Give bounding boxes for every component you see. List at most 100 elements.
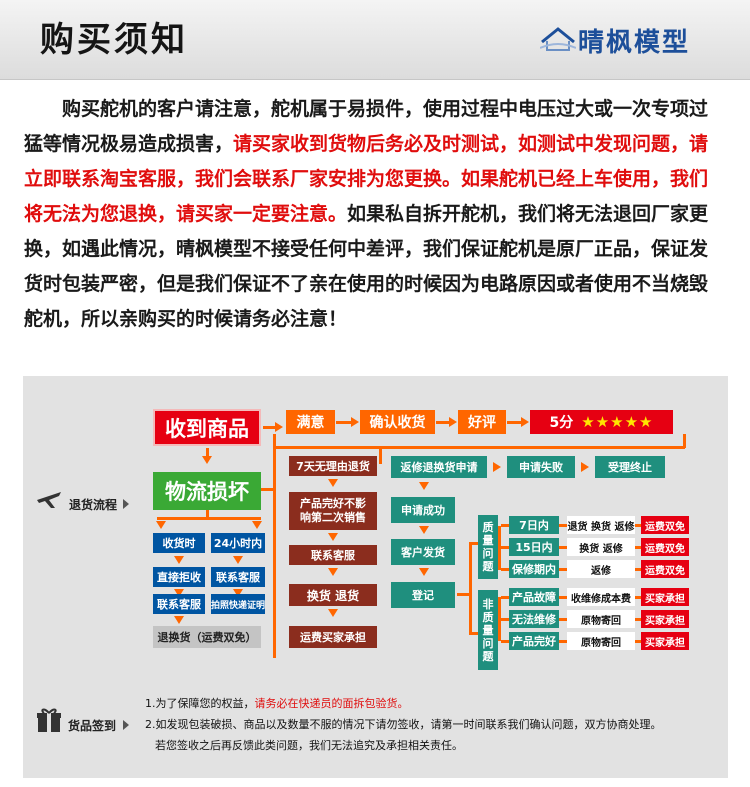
period-cell: 无法维修 [509,610,559,628]
cost-cell: 运费双免 [641,560,689,578]
return-flow-panel: 退货流程 收到商品 满意 确认收货 好评 5分 ★★★★★ 物流损坏 收货时 2… [23,376,728,778]
direct-reject-box: 直接拒收 [153,567,205,587]
good-review-box: 好评 [458,410,506,434]
connector [273,446,685,449]
connector [469,632,478,635]
action-cell: 原物寄回 [567,610,635,628]
confirm-receipt-box: 确认收货 [360,410,435,434]
signin-note-3: 若您签收之后再反馈此类问题，我们无法追究及承担相关责任。 [155,739,463,752]
connector [469,542,472,634]
notice-warning: 请买家收到货物后务必及时测试，如测试中发现问题，请立即联系淘宝客服，我们会联系厂… [24,133,709,225]
action-cell: 收维修成本费 [567,588,635,606]
connector [559,546,567,549]
photo-proof-box: 拍照快递证明 [211,594,265,614]
connector [436,421,450,424]
arrow-right-icon [493,462,501,472]
apply-success-box: 申请成功 [391,497,455,523]
connector [498,597,501,641]
connector [635,596,641,599]
period-cell: 7日内 [509,516,559,534]
within-24h-box: 24小时内 [211,533,265,553]
connector [501,568,509,571]
connector [498,526,501,570]
arrow-down-icon [328,568,338,576]
connector [261,488,275,491]
connector [501,640,509,643]
connector [635,546,641,549]
connector [635,640,641,643]
star-rating-icon: ★★★★★ [581,413,654,431]
arrow-down-icon [233,556,243,564]
arrow-down-icon [328,609,338,617]
connector [263,426,275,429]
signin-note-1-warning: 请务必在快递员的面拆包验货。 [254,697,409,710]
five-star-box: 5分 ★★★★★ [530,410,673,434]
repair-apply-box: 返修退换货申请 [391,456,487,478]
arrow-down-icon [202,456,212,464]
signin-note-1: 1.为了保障您的权益，请务必在快递员的面拆包验货。 [145,693,725,714]
arrow-down-icon [328,479,338,487]
page-title: 购买须知 [40,20,188,60]
action-cell: 换货 返修 [567,538,635,556]
arrow-down-icon [174,616,184,624]
exchange-return-box: 换货 退货 [289,584,377,606]
connector [559,618,567,621]
airplane-icon [37,492,61,508]
page-header: 购买须知 晴枫模型 [0,0,750,80]
connector [559,568,567,571]
action-cell: 返修 [567,560,635,578]
connector [501,596,509,599]
connector [457,593,469,596]
contact-cs-box: 联系客服 [153,594,205,614]
cost-cell: 运费双免 [641,538,689,556]
contact-cs-box: 联系客服 [211,567,265,587]
connector [501,618,509,621]
intact-product-box: 产品完好不影响第二次销售 [289,492,377,530]
logistics-damaged-box: 物流损坏 [153,472,261,510]
arrow-right-icon [351,417,359,427]
chevron-right-icon [123,499,129,509]
arrow-right-icon [449,417,457,427]
quality-issue-box: 质量问题 [478,515,498,579]
received-goods-box: 收到商品 [153,409,261,446]
connector [501,524,509,527]
arrow-right-icon [581,462,589,472]
connector [501,546,509,549]
connector [507,421,522,424]
return-exchange-box: 退换货（运费双免） [153,626,261,648]
connector [157,517,261,520]
period-cell: 15日内 [509,538,559,556]
cost-cell: 买家承担 [641,588,689,606]
purchase-notice: 购买舵机的客户请注意，舵机属于易损件，使用过程中电压过大或一次专项过猛等情况极易… [24,92,724,337]
connector [206,448,209,456]
process-end-box: 受理终止 [595,456,665,478]
arrow-right-icon [275,422,283,432]
cost-cell: 买家承担 [641,610,689,628]
signin-notes: 1.为了保障您的权益，请务必在快递员的面拆包验货。 2.如发现包装破损、商品以及… [145,693,725,756]
gift-icon [37,708,61,732]
connector [635,618,641,621]
arrow-down-icon [174,556,184,564]
arrow-down-icon [328,533,338,541]
five-points-label: 5分 [549,415,574,431]
action-cell: 退货 换货 返修 [567,516,635,534]
return-flow-label: 退货流程 [69,498,118,512]
connector [379,448,382,464]
brand-name: 晴枫模型 [578,28,691,58]
brand-logo: 晴枫模型 [540,20,730,60]
connector [206,510,209,517]
arrow-down-icon [419,568,429,576]
connector [635,568,641,571]
connector [273,434,276,448]
period-cell: 产品故障 [509,588,559,606]
period-cell: 产品完好 [509,632,559,650]
arrow-down-icon [156,521,166,529]
arrow-down-icon [419,482,429,490]
signin-note-1-text: 1.为了保障您的权益， [145,697,255,710]
action-cell: 原物寄回 [567,632,635,650]
apply-failed-box: 申请失败 [507,456,575,478]
buyer-pays-box: 运费买家承担 [289,626,377,648]
connector [635,524,641,527]
arrow-down-icon [174,589,184,597]
cost-cell: 运费双免 [641,516,689,534]
